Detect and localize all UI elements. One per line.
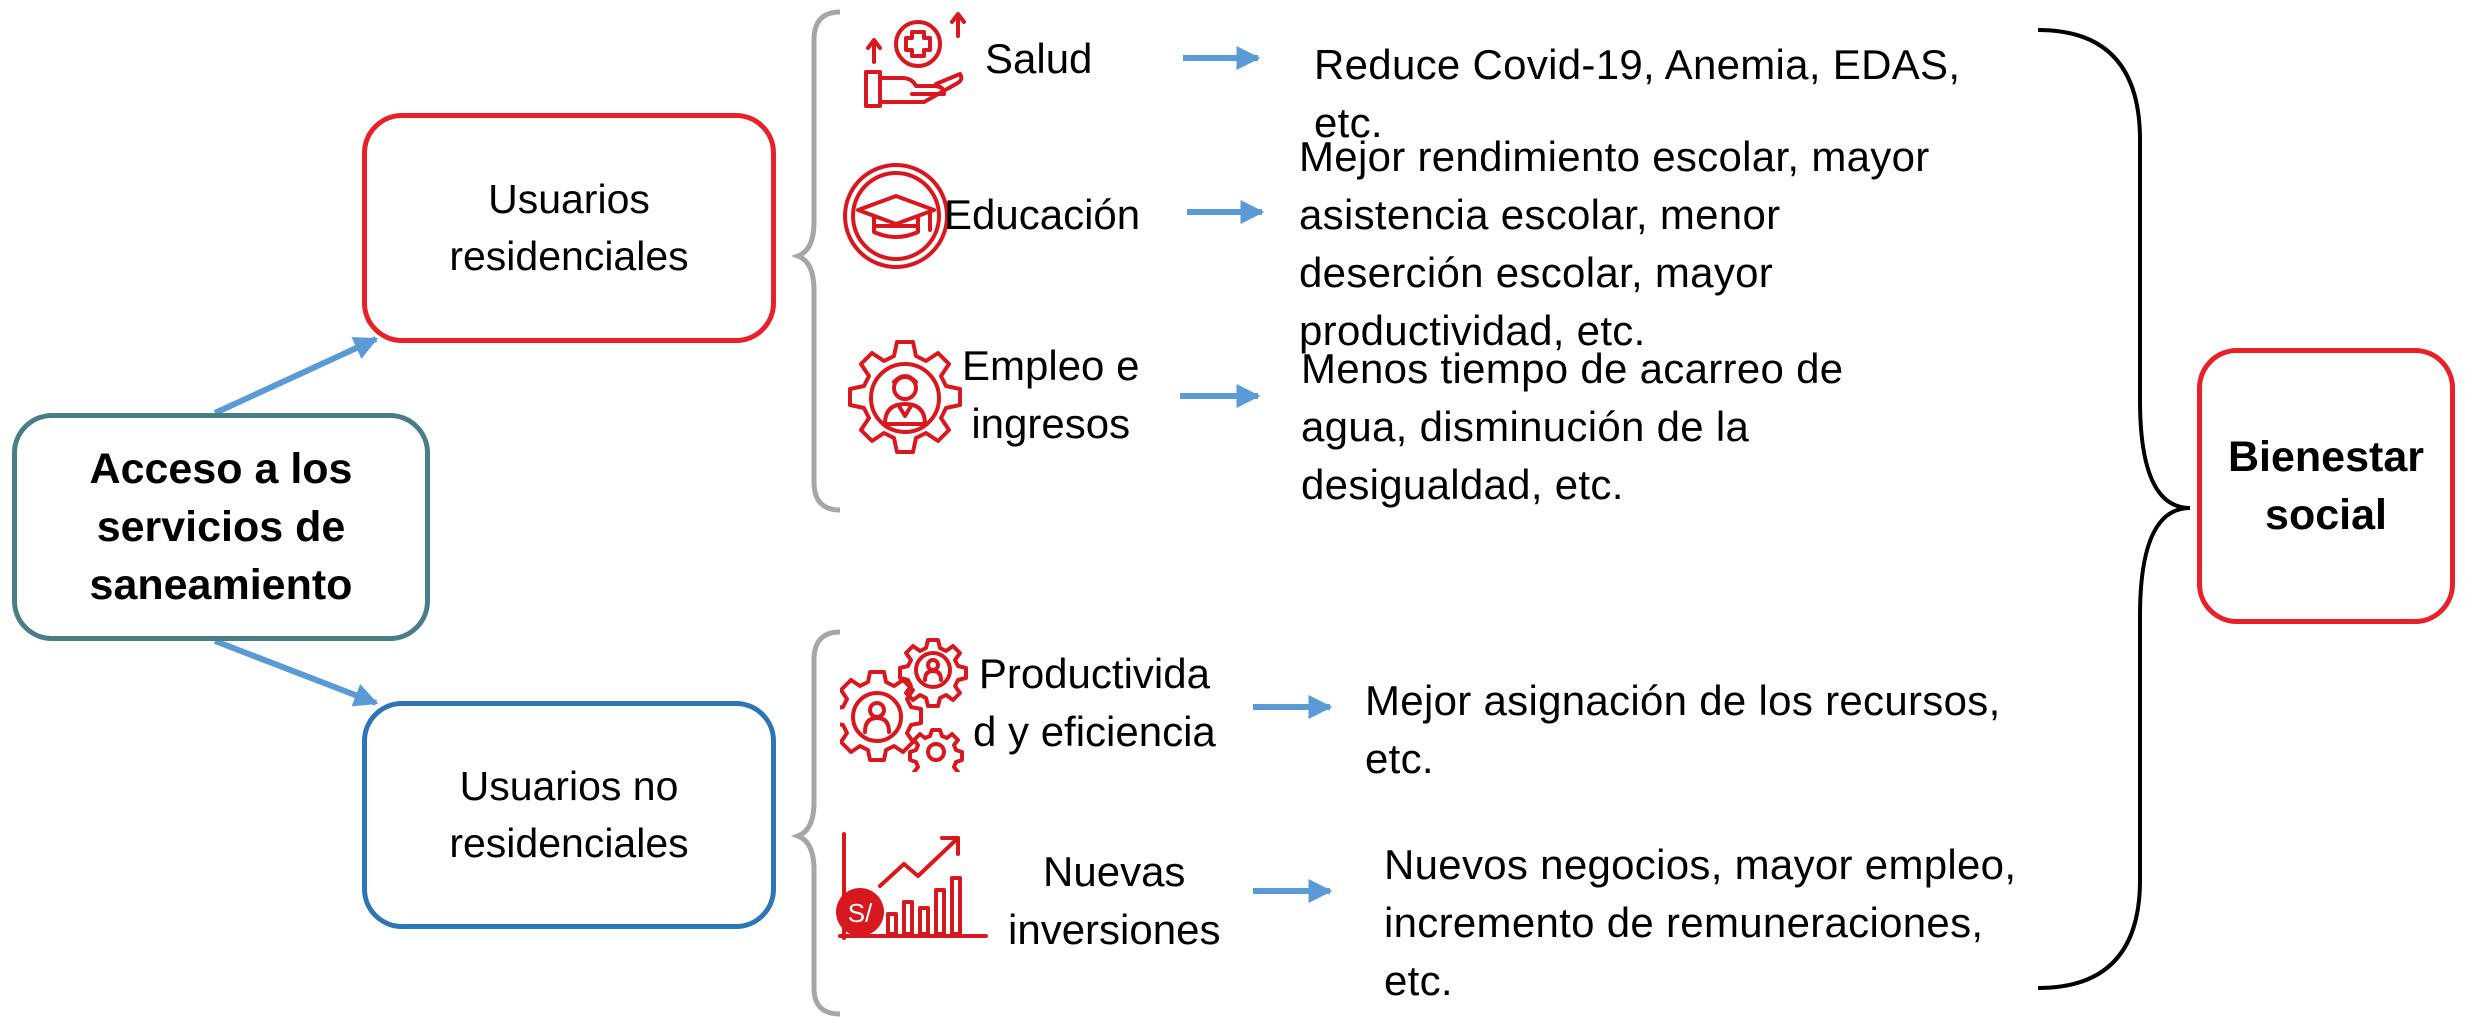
investment-chart-icon: S/ [836,832,988,940]
channel-label-productividad: Productivida d y eficiencia [973,650,1216,755]
channel-effect-productividad: Mejor asignación de los recursos, etc. [1365,677,2001,782]
gear-worker-icon [848,340,962,454]
channel-label-salud: Salud [985,35,1093,82]
residential-users-label: Usuarios residenciales [449,176,689,279]
channel-label-empleo: Empleo e ingresos [962,342,1140,447]
root-label: Acceso a los servicios de saneamiento [89,445,353,609]
currency-symbol: S/ [848,898,873,928]
root-box: Acceso a los servicios de saneamiento [12,413,430,641]
non-residential-users-box: Usuarios no residenciales [362,701,776,929]
graduation-cap-icon [843,163,949,269]
non-residential-users-label: Usuarios no residenciales [449,763,689,866]
arrow-root-to-residential [213,336,379,416]
channel-label-inversiones: Nuevas inversiones [1008,848,1221,953]
channel-effect-inversiones: Nuevos negocios, mayor empleo, increment… [1384,841,2017,1004]
channel-effect-salud: Reduce Covid-19, Anemia, EDAS, etc. [1314,41,1961,146]
brace-outcome [2037,28,2191,990]
health-hand-cross-icon [864,12,966,108]
channel-effect-educacion: Mejor rendimiento escolar, mayor asisten… [1299,133,1930,354]
channel-label-educacion: Educación [944,191,1141,238]
social-welfare-label: Bienestar social [2228,433,2424,539]
gears-people-icon [840,638,968,772]
brace-non-residential [790,629,841,1017]
residential-users-box: Usuarios residenciales [362,113,776,343]
arrow-root-to-non-residential [213,638,379,707]
channel-effect-empleo: Menos tiempo de acarreo de agua, disminu… [1301,345,1844,508]
brace-residential [790,9,841,513]
social-welfare-box: Bienestar social [2197,348,2455,624]
